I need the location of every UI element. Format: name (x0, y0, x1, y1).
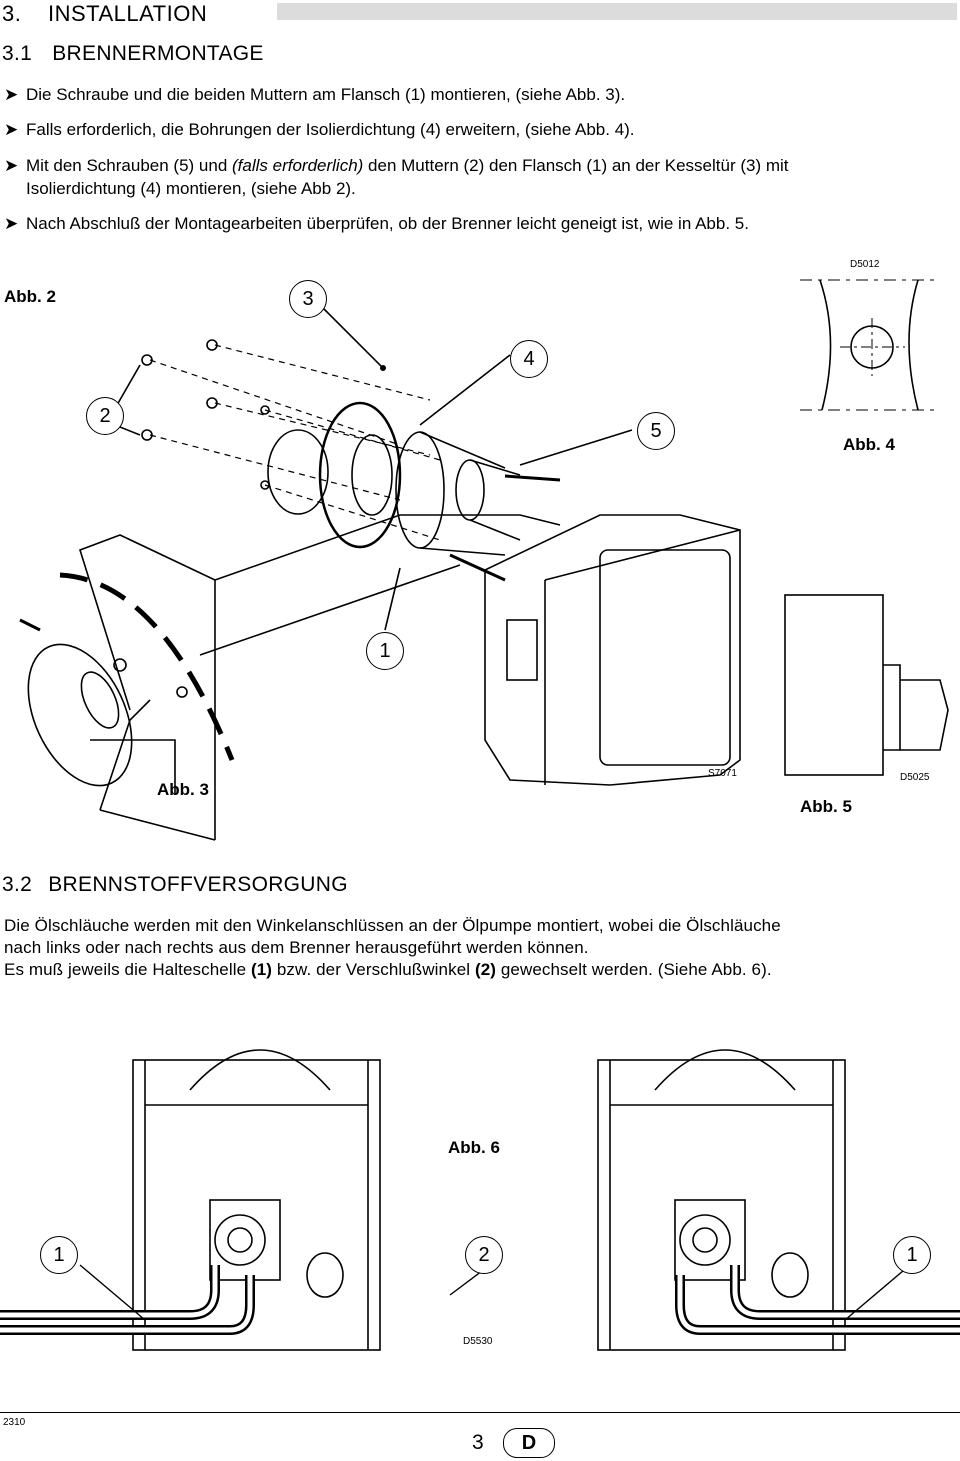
page-number: 3 (472, 1431, 484, 1454)
footer-code: 2310 (3, 1417, 26, 1428)
subsection-heading-1: 3.1 BRENNERMONTAGE (2, 42, 264, 66)
paragraph-fuel-supply: Die Ölschläuche werden mit den Winkelans… (4, 916, 781, 979)
subsection-title: BRENNSTOFFVERSORGUNG (48, 873, 348, 896)
subsection-number: 3.2 (2, 873, 33, 896)
burner-mounting-illustration (19, 279, 949, 841)
abb6-callout-2: 2 (465, 1236, 503, 1274)
arrow-bullet-icon: ➤ (4, 85, 19, 104)
footer-rule (0, 1412, 960, 1413)
subsection-title: BRENNERMONTAGE (52, 42, 264, 65)
figure-code: D5530 (463, 1336, 493, 1347)
section-number: 3. (2, 1, 22, 26)
section-title: INSTALLATION (47, 1, 208, 26)
fuel-hose-illustration (0, 1049, 960, 1351)
figure-label-abb3: Abb. 3 (157, 780, 209, 799)
callout-2: 2 (86, 397, 124, 435)
figure-label-abb4: Abb. 4 (843, 435, 895, 454)
figure-label-abb6: Abb. 6 (448, 1138, 500, 1157)
abb6-callout-1-right: 1 (893, 1236, 931, 1274)
figure-code: D5012 (850, 259, 880, 270)
abb6-callout-1-left: 1 (40, 1236, 78, 1274)
callout-3: 3 (289, 280, 327, 318)
figure-code: D5025 (900, 772, 930, 783)
figure-label-abb2: Abb. 2 (4, 287, 56, 306)
arrow-bullet-icon: ➤ (4, 120, 19, 139)
figure-label-abb5: Abb. 5 (800, 797, 852, 816)
callout-5: 5 (637, 412, 675, 450)
callout-4: 4 (510, 340, 548, 378)
subsection-heading-2: 3.2 BRENNSTOFFVERSORGUNG (2, 873, 348, 897)
heading-bar (277, 3, 957, 20)
callout-1: 1 (366, 632, 404, 670)
language-badge: D (503, 1428, 555, 1458)
arrow-bullet-icon: ➤ (4, 214, 19, 233)
subsection-number: 3.1 (2, 42, 33, 65)
arrow-bullet-icon: ➤ (4, 156, 19, 175)
section-heading: 3. INSTALLATION (2, 1, 207, 27)
